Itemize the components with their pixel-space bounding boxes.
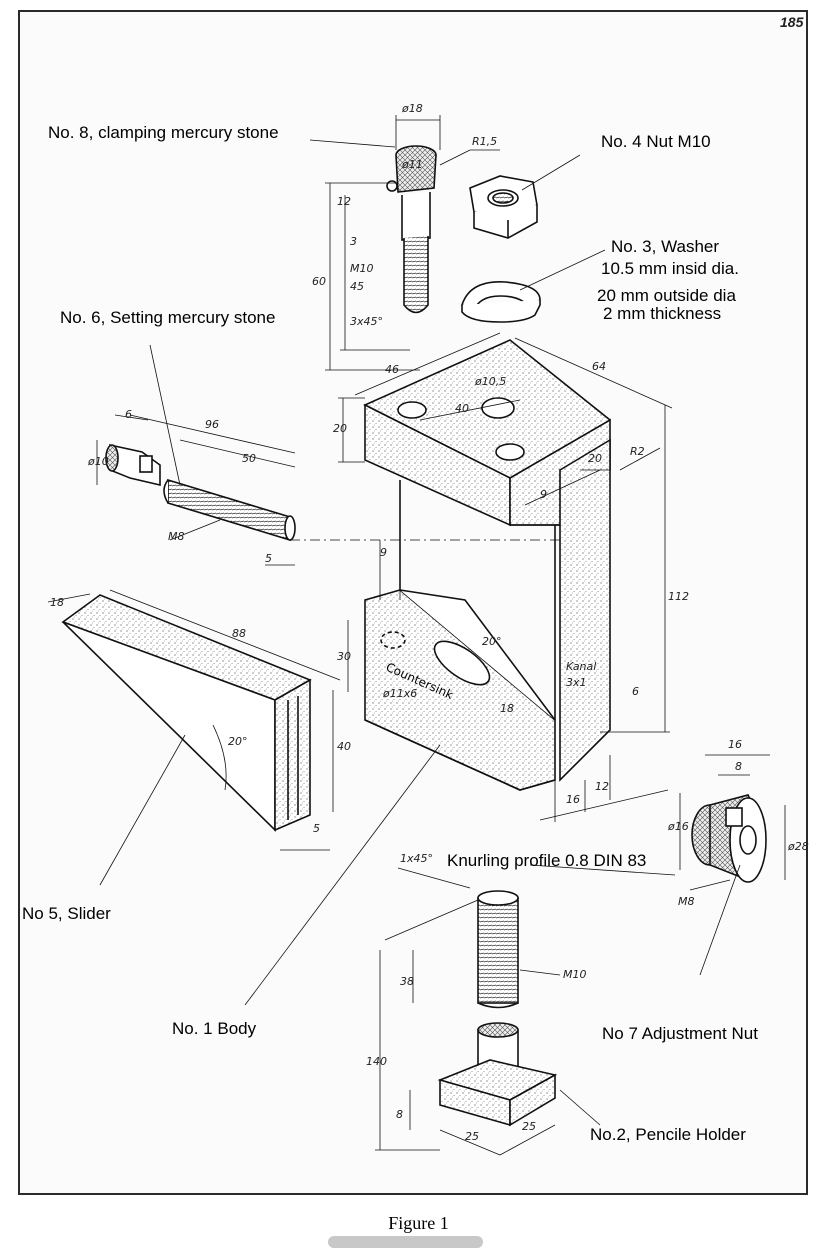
dim-p25a: 25 — [465, 1130, 479, 1143]
dim-d6b: 6 — [632, 685, 639, 698]
part5-slider — [61, 594, 312, 832]
dim-d5: 5 — [265, 552, 272, 565]
dim-p38: 38 — [400, 975, 414, 988]
dim-d40: 40 — [455, 402, 469, 415]
dim-d18: ø18 — [401, 102, 423, 115]
horizontal-scrollbar[interactable] — [328, 1236, 483, 1248]
dim-r15: R1,5 — [472, 135, 497, 148]
dim-d46: 46 — [385, 363, 399, 376]
dim-m8: M8 — [168, 530, 185, 543]
dim-d96: 96 — [205, 418, 219, 431]
part2-pencil-holder — [437, 890, 558, 1127]
dim-d50: 50 — [242, 452, 256, 465]
dim-d16: 16 — [566, 793, 580, 806]
dim-m10: M10 — [350, 262, 374, 275]
dim-d45: 45 — [350, 280, 364, 293]
dim-s5: 5 — [313, 822, 320, 835]
dim-d112: 112 — [668, 590, 689, 603]
dim-angle20: 20° — [482, 635, 502, 648]
dim-r2: R2 — [630, 445, 645, 458]
dim-p140: 140 — [366, 1055, 387, 1068]
dim-pm10: M10 — [563, 968, 587, 981]
dim-d12b: 12 — [595, 780, 609, 793]
part6-setting-screw — [105, 444, 296, 542]
part8-clamping-screw — [386, 145, 437, 314]
dim-n16: 16 — [728, 738, 742, 751]
dim-p8: 8 — [396, 1108, 403, 1121]
dim-d18b: 18 — [500, 702, 514, 715]
figure-caption: Figure 1 — [388, 1213, 449, 1233]
dim-s40: 40 — [337, 740, 351, 753]
dim-d105: ø10,5 — [474, 375, 506, 388]
part3-washer — [461, 249, 606, 323]
page-number: 185 — [780, 14, 804, 30]
dim-p25b: 25 — [522, 1120, 536, 1133]
dim-kanal2: 3x1 — [566, 676, 587, 689]
label-part3-title: No. 3, Washer — [611, 237, 720, 256]
dim-n28: ø28 — [787, 840, 809, 853]
part4-hex-nut — [469, 154, 581, 239]
dim-s88: 88 — [232, 627, 246, 640]
label-part6: No. 6, Setting mercury stone — [60, 308, 276, 327]
dim-s20: 20° — [228, 735, 248, 748]
label-part2: No.2, Pencile Holder — [590, 1125, 746, 1144]
dim-n8: 8 — [735, 760, 742, 773]
label-knurling: Knurling profile 0.8 DIN 83 — [447, 851, 647, 870]
label-part3-line3: 2 mm thickness — [603, 304, 722, 323]
dim-d30: 30 — [337, 650, 351, 663]
label-part3-line2: 20 mm outside dia — [597, 286, 736, 305]
dim-d64: 64 — [592, 360, 606, 373]
dim-d6: 6 — [125, 408, 132, 421]
dim-kanal: Kanal — [566, 660, 596, 673]
dim-d3: 3 — [350, 235, 357, 248]
dim-d20: 20 — [333, 422, 347, 435]
part7-adjustment-nut — [691, 794, 767, 883]
dim-d12: 12 — [337, 195, 351, 208]
label-part7: No 7 Adjustment Nut — [602, 1024, 758, 1043]
dim-d20b: 20 — [588, 452, 602, 465]
part1-body — [363, 339, 612, 791]
dim-d10: ø10 — [87, 455, 109, 468]
label-part5: No 5, Slider — [22, 904, 111, 923]
label-part1: No. 1 Body — [172, 1019, 257, 1038]
dim-d11: ø11 — [401, 158, 423, 171]
dim-nm8: M8 — [678, 895, 695, 908]
label-part3-line1: 10.5 mm insid dia. — [601, 259, 739, 278]
dim-n16d: ø16 — [667, 820, 689, 833]
dim-d9: 9 — [540, 488, 547, 501]
dim-chamfer: 3x45° — [350, 315, 383, 328]
label-part8: No. 8, clamping mercury stone — [48, 123, 279, 142]
dim-cs: ø11x6 — [382, 687, 417, 700]
label-part4: No. 4 Nut M10 — [601, 132, 711, 151]
dim-d9b: 9 — [380, 546, 387, 559]
dim-p1x45: 1x45° — [400, 852, 433, 865]
dim-d60: 60 — [312, 275, 326, 288]
dim-s18: 18 — [50, 596, 64, 609]
